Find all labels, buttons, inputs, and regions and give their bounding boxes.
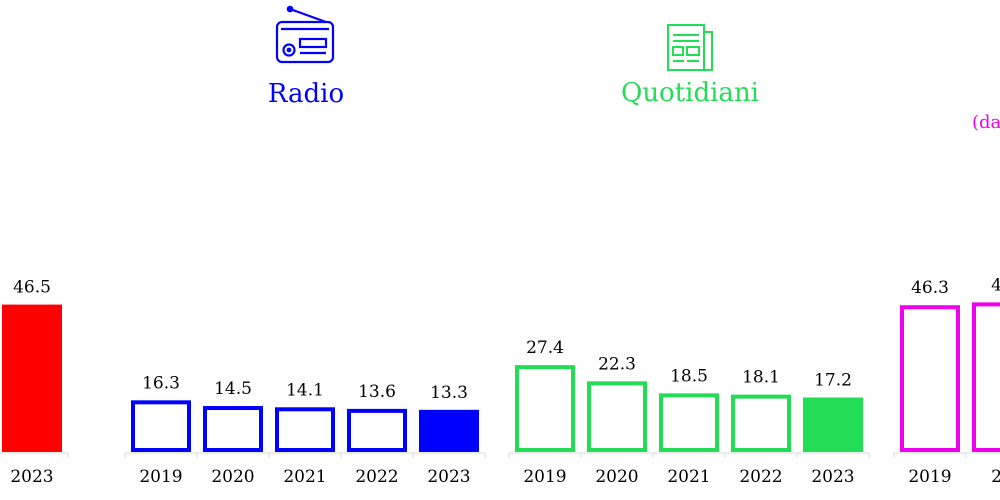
x-tick-label: 2023 [811,467,854,487]
bar [972,302,1000,452]
bar [587,381,647,452]
x-tick-label: 2019 [139,467,182,487]
x-tick-label: 2021 [283,467,326,487]
bar [731,394,791,452]
data-label: 14.1 [286,380,324,400]
x-tick-label: 2020 [595,467,638,487]
data-label: 47 [991,275,1000,295]
data-label: 22.3 [598,354,636,374]
x-tick-label: 2023 [10,467,53,487]
bar [803,397,863,452]
data-label: 14.5 [214,379,252,399]
x-tick-label: 2023 [427,467,470,487]
data-label: 17.2 [814,370,852,390]
x-tick-label: 2022 [739,467,782,487]
data-label: 27.4 [526,338,564,358]
x-tick-label: 2020 [211,467,254,487]
bar [347,408,407,452]
bar [659,393,719,453]
bar [419,409,479,452]
bar [203,406,263,453]
x-tick-label: 2019 [908,467,951,487]
bar [515,365,575,452]
data-label: 46.5 [13,278,51,298]
x-tick-label: 2021 [667,467,710,487]
data-label: 13.6 [358,382,396,402]
data-label: 18.1 [742,368,780,388]
bar [900,305,960,452]
source-note: (da [972,112,1000,133]
newspaper-icon [667,24,713,71]
bar [275,407,335,453]
radio-icon [275,5,335,64]
quotidiani-title: Quotidiani [621,78,759,108]
data-label: 16.3 [142,373,180,393]
x-tick-label: 2019 [523,467,566,487]
bar [131,400,191,453]
radio-title: Radio [268,79,344,109]
x-tick-label: 20 [991,467,1000,487]
data-label: 18.5 [670,366,708,386]
x-tick-label: 2022 [355,467,398,487]
data-label: 46.3 [911,278,949,298]
data-label: 13.3 [430,383,468,403]
bar [2,304,62,452]
